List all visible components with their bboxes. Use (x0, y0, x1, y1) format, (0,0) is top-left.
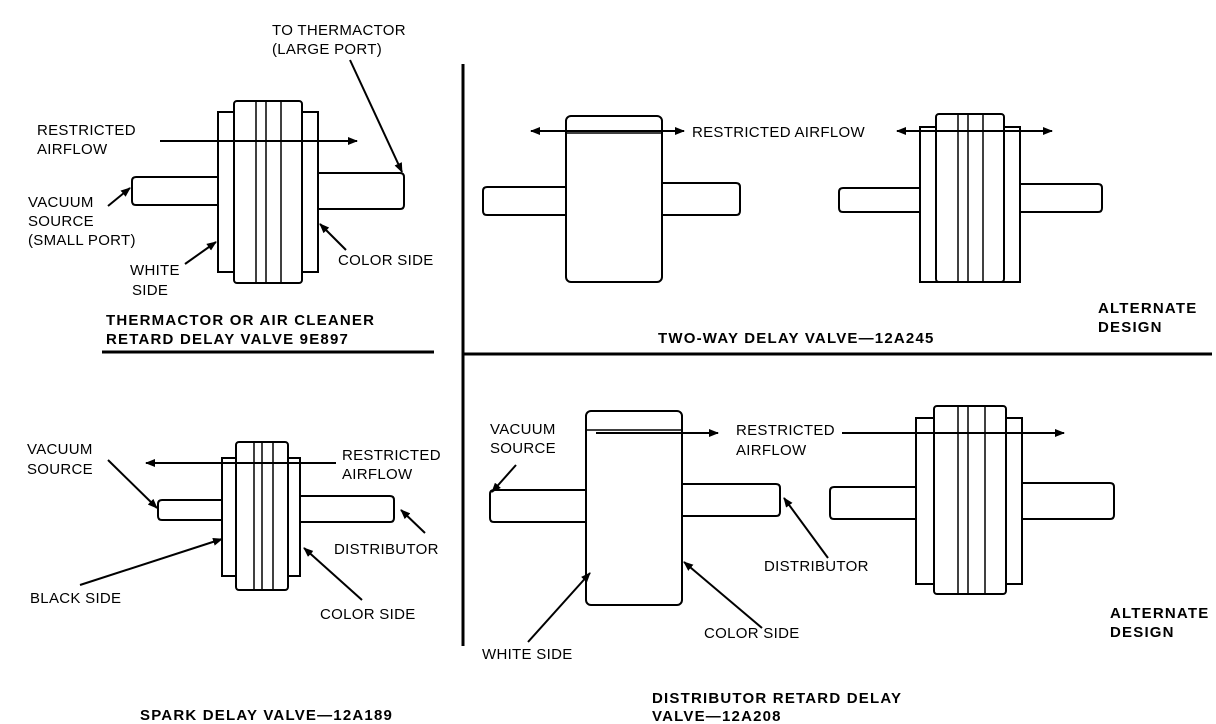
retard-color-side-leader (683, 561, 763, 629)
spark-color-side-label: COLOR SIDE (320, 606, 416, 623)
to-thermactor-label: TO THERMACTOR (272, 22, 406, 39)
retard-source-label: SOURCE (490, 440, 556, 457)
retard-restricted-label: RESTRICTED (736, 422, 835, 439)
vacuum-source-leader (107, 187, 131, 207)
spark-source-label: SOURCE (27, 461, 93, 478)
thermactor-valve-drawing (131, 100, 405, 284)
white-label: WHITE (130, 262, 180, 279)
spark-vacuum-label: VACUUM (27, 441, 93, 458)
color-side-label: COLOR SIDE (338, 252, 434, 269)
thermactor-caption-line1: THERMACTOR OR AIR CLEANER (106, 312, 375, 329)
source-label: SOURCE (28, 213, 94, 230)
vacuum-label: VACUUM (28, 194, 94, 211)
spark-color-side-leader (303, 547, 363, 601)
black-side-label: BLACK SIDE (30, 590, 121, 607)
airflow-label: AIRFLOW (37, 141, 108, 158)
two-way-valve-drawing (482, 115, 741, 283)
retard-vacuum-label: VACUUM (490, 421, 556, 438)
retard-airflow-label: AIRFLOW (736, 442, 807, 459)
retard-caption-line2: VALVE—12A208 (652, 708, 782, 724)
retard-caption-line1: DISTRIBUTOR RETARD DELAY (652, 690, 902, 707)
spark-airflow-label: AIRFLOW (342, 466, 413, 483)
spark-caption: SPARK DELAY VALVE—12A189 (140, 707, 393, 724)
retard-vacuum-leader (491, 464, 517, 493)
to-thermactor-leader (349, 59, 403, 173)
two-way-alternate-drawing (838, 113, 1103, 283)
retard-alternate-label: ALTERNATE (1110, 605, 1209, 622)
retard-distributor-leader (783, 497, 829, 559)
retard-color-side-label: COLOR SIDE (704, 625, 800, 642)
retard-design-label: DESIGN (1110, 624, 1175, 641)
spark-vacuum-leader (107, 459, 158, 509)
two-way-caption: TWO-WAY DELAY VALVE—12A245 (658, 330, 935, 347)
thermactor-caption-line2: RETARD DELAY VALVE 9E897 (106, 331, 349, 348)
side-label: SIDE (132, 282, 168, 299)
spark-restricted-label: RESTRICTED (342, 447, 441, 464)
spark-distributor-label: DISTRIBUTOR (334, 541, 439, 558)
large-port-label: (LARGE PORT) (272, 41, 382, 58)
retard-distributor-label: DISTRIBUTOR (764, 558, 869, 575)
retard-white-side-label: WHITE SIDE (482, 646, 573, 663)
alternate-label: ALTERNATE (1098, 300, 1197, 317)
small-port-label: (SMALL PORT) (28, 232, 136, 249)
white-side-leader (184, 241, 217, 265)
distributor-retard-alternate-drawing (829, 405, 1115, 595)
color-side-leader (319, 223, 347, 251)
restricted-airflow-label: RESTRICTED AIRFLOW (692, 124, 865, 141)
spark-distributor-leader (400, 509, 426, 534)
restricted-label: RESTRICTED (37, 122, 136, 139)
design-label: DESIGN (1098, 319, 1163, 336)
spark-valve-drawing (157, 441, 395, 591)
retard-white-side-leader (527, 572, 591, 643)
black-side-leader (79, 537, 223, 586)
distributor-retard-valve-drawing (489, 410, 781, 606)
